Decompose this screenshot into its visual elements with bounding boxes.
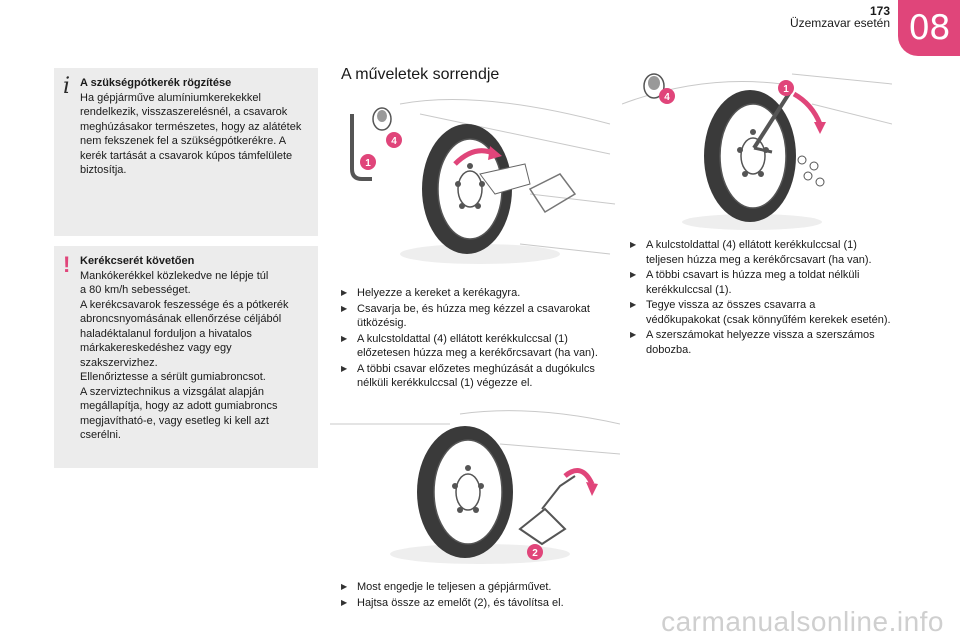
warning-box: ! Kerékcserét követően Mankókerékkel köz…: [54, 246, 318, 468]
label-cap-text: 4: [391, 136, 397, 147]
info-box-body: Ha gépjárműve alumíniumkerekekkel rendel…: [80, 91, 302, 177]
chapter-tab: 08: [898, 0, 960, 56]
info-box: i A szükségpótkerék rögzítése Ha gépjárm…: [54, 68, 318, 236]
step-item: A többi csavart is húzza meg a toldat né…: [630, 268, 892, 297]
step-item: A kulcstoldattal (4) ellátott kerékkulcc…: [341, 332, 611, 361]
label-jack-2: [527, 544, 543, 560]
step-item: A szerszámokat helyezze vissza a szerszá…: [630, 328, 892, 357]
warning-box-body: Mankókerékkel közlekedve ne lépje túl a …: [80, 269, 289, 442]
label-wrench-1: [778, 80, 794, 96]
steps-list-a: Helyezze a kereket a kerékagyra. Csavarj…: [341, 286, 611, 392]
illustration-lower-car: 2: [330, 410, 620, 564]
warning-icon: !: [63, 252, 71, 277]
step-item: A kulcstoldattal (4) ellátott kerékkulcc…: [630, 238, 892, 267]
illustration-tighten-bolts: 4 1: [622, 73, 892, 230]
illustration-mount-wheel: 1 4: [350, 99, 616, 264]
watermark: carmanualsonline.info: [661, 606, 944, 637]
label-jack-text: 2: [532, 548, 538, 559]
steps-list-b: Most engedje le teljesen a gépjárművet. …: [341, 580, 611, 611]
label-cap-text: 4: [664, 92, 670, 103]
step-item: Tegye vissza az összes csavarra a védőku…: [630, 298, 892, 327]
step-item: Csavarja be, és húzza meg kézzel a csava…: [341, 302, 611, 331]
step-item: Hajtsa össze az emelőt (2), és távolítsa…: [341, 596, 611, 611]
step-item: A többi csavar előzetes meghúzását a dug…: [341, 362, 611, 391]
label-wrench-text: 1: [783, 84, 789, 95]
label-cap-4: [386, 132, 402, 148]
info-box-title: A szükségpótkerék rögzítése: [80, 77, 232, 89]
page-number: 173: [869, 4, 890, 18]
chapter-title: Üzemzavar esetén: [789, 16, 890, 30]
step-item: Most engedje le teljesen a gépjárművet.: [341, 580, 611, 595]
step-item: Helyezze a kereket a kerékagyra.: [341, 286, 611, 301]
section-title: A műveletek sorrendje: [341, 66, 500, 83]
label-wrench-text: 1: [365, 158, 371, 169]
label-cap-4: [659, 88, 675, 104]
steps-list-c: A kulcstoldattal (4) ellátott kerékkulcc…: [630, 238, 892, 358]
label-wrench-1: [360, 154, 376, 170]
info-icon: i: [63, 74, 71, 99]
warning-box-title: Kerékcserét követően: [80, 255, 195, 267]
